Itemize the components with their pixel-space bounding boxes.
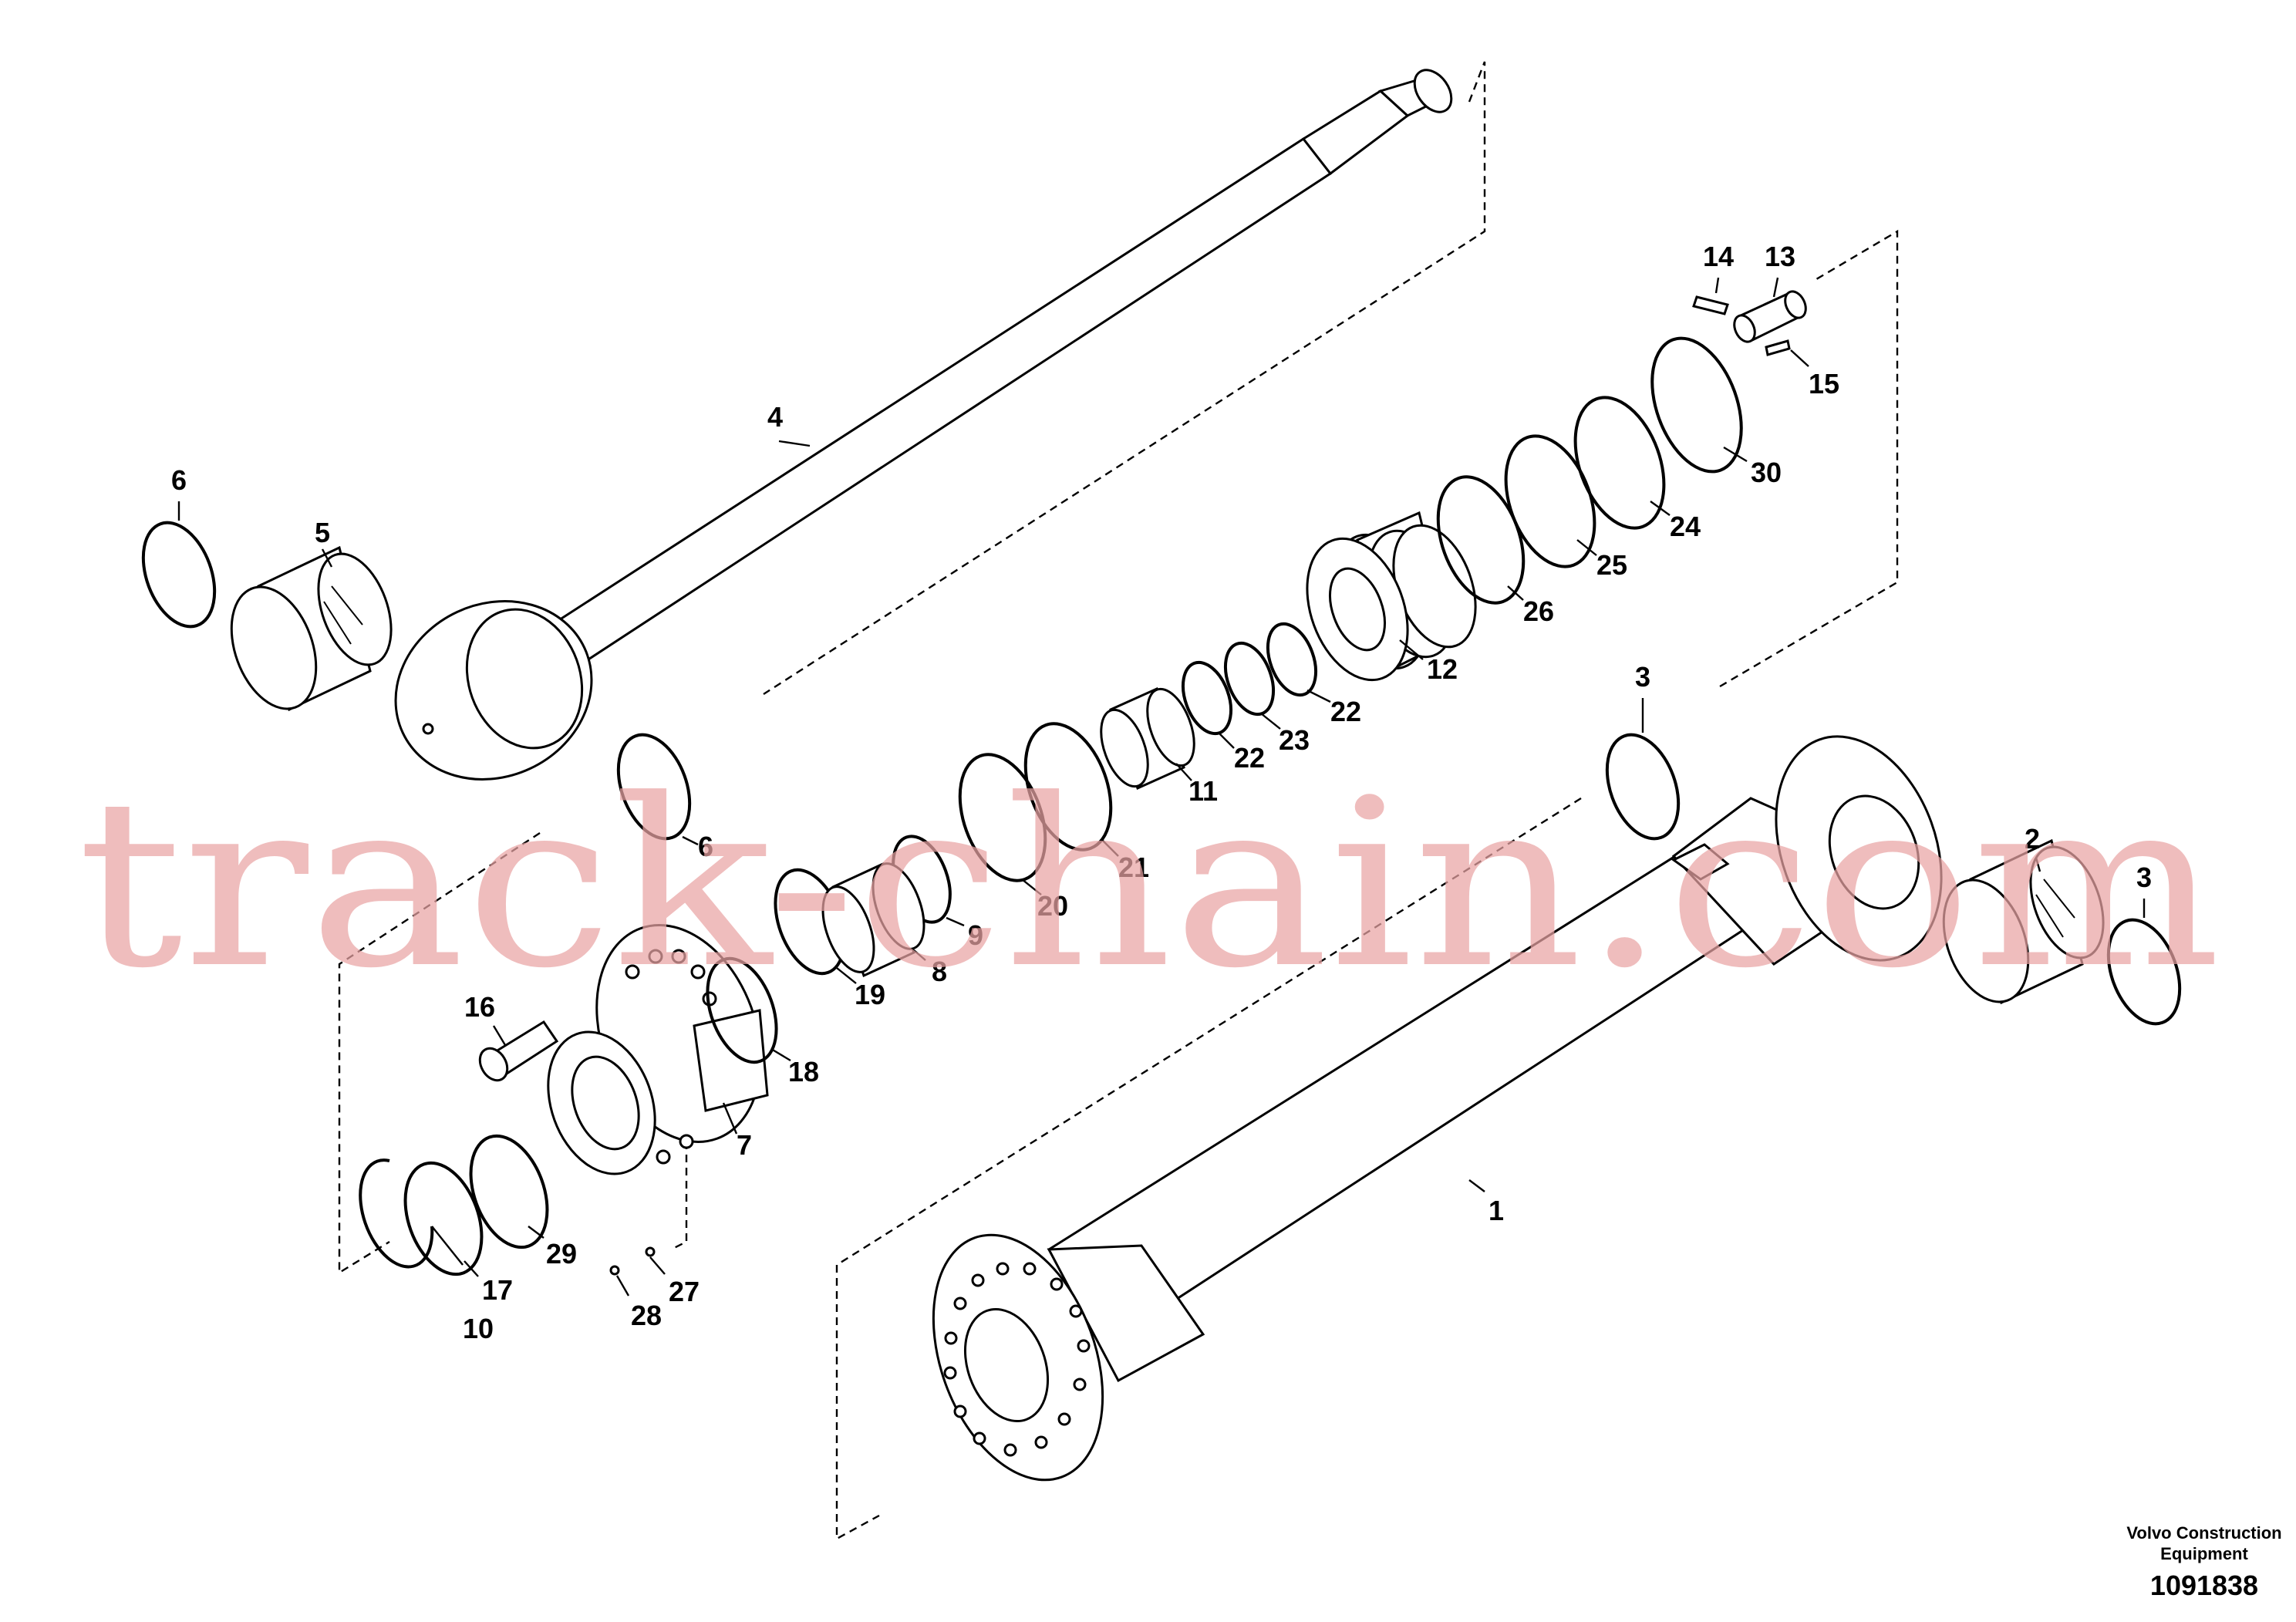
caption-company: Volvo Construction <box>2126 1523 2281 1543</box>
piston-assembly-guide <box>1719 229 1899 688</box>
snap-ring-10 <box>359 1158 434 1269</box>
callout-3b: 3 <box>2136 862 2152 893</box>
callout-11: 11 <box>1188 775 1218 807</box>
callout-6a: 6 <box>171 464 187 496</box>
callout-6b: 6 <box>698 831 713 862</box>
callout-24: 24 <box>1670 511 1701 542</box>
callout-3a: 3 <box>1635 661 1650 693</box>
callout-17: 17 <box>482 1274 513 1306</box>
ring-24 <box>1573 396 1666 530</box>
callout-26: 26 <box>1523 595 1554 627</box>
bushing-2 <box>1942 838 2105 1005</box>
seal-rings <box>141 336 2182 1276</box>
callout-1: 1 <box>1489 1195 1504 1226</box>
ring-20 <box>958 753 1047 882</box>
bushing-11 <box>1100 686 1195 791</box>
ring-3b <box>2106 918 2182 1026</box>
callout-12: 12 <box>1427 653 1458 685</box>
figure-number: 1091838 <box>2150 1570 2258 1601</box>
bushing-8 <box>821 862 925 978</box>
pin-15 <box>1765 339 1791 356</box>
ring-17 <box>403 1161 484 1276</box>
leader-lines <box>177 277 2146 1297</box>
callout-5: 5 <box>315 517 330 548</box>
ring-22b <box>1266 622 1318 697</box>
ring-23 <box>1223 641 1276 717</box>
ring-30 <box>1650 336 1743 474</box>
callout-23: 23 <box>1279 724 1310 756</box>
head-assembly-guide <box>338 831 541 1275</box>
callout-9: 9 <box>968 919 983 951</box>
pin-14 <box>1692 295 1729 315</box>
callout-14: 14 <box>1703 241 1734 272</box>
piston <box>1306 511 1477 682</box>
callout-27: 27 <box>669 1276 700 1307</box>
callout-22b: 22 <box>1330 696 1361 727</box>
callout-29: 29 <box>546 1238 577 1270</box>
callout-19: 19 <box>855 979 885 1010</box>
lock-pin-13 <box>1733 290 1807 343</box>
watermark-text: track-chain.com <box>77 750 2221 1019</box>
callout-18: 18 <box>788 1056 819 1088</box>
ring-3a <box>1605 733 1681 841</box>
plug-guide <box>670 1141 688 1251</box>
callout-16: 16 <box>464 991 495 1023</box>
callout-20: 20 <box>1037 890 1068 922</box>
callout-10: 10 <box>463 1313 494 1344</box>
ring-21 <box>1023 722 1113 851</box>
callout-4: 4 <box>767 401 783 433</box>
tube-assembly-guide <box>835 797 1582 1541</box>
callout-30: 30 <box>1751 457 1782 488</box>
cylinder-head <box>547 924 769 1175</box>
callout-2: 2 <box>2025 823 2040 855</box>
caption-company-line-2: Equipment <box>2160 1544 2248 1563</box>
callout-25: 25 <box>1596 549 1627 581</box>
callout-13: 13 <box>1765 241 1795 272</box>
callout-labels: 4 6 5 6 3 2 3 8 9 19 18 7 20 21 11 22 23… <box>171 241 2152 1344</box>
plug-28 <box>609 1265 620 1276</box>
caption-block: Volvo Construction Equipment 1091838 <box>2126 1523 2281 1601</box>
callout-21: 21 <box>1118 851 1149 883</box>
callout-28: 28 <box>631 1300 662 1331</box>
ring-18 <box>706 956 778 1064</box>
cylinder-tube <box>932 735 1943 1482</box>
callout-7: 7 <box>737 1129 752 1161</box>
callout-15: 15 <box>1809 368 1839 400</box>
ring-6b <box>616 733 692 841</box>
callout-22a: 22 <box>1234 742 1265 774</box>
plug-27 <box>645 1246 656 1257</box>
bolt-16 <box>478 1020 559 1082</box>
callout-8: 8 <box>932 956 947 987</box>
piston-rod <box>394 69 1453 781</box>
bushing-5 <box>230 545 393 712</box>
ring-6a <box>141 521 217 629</box>
